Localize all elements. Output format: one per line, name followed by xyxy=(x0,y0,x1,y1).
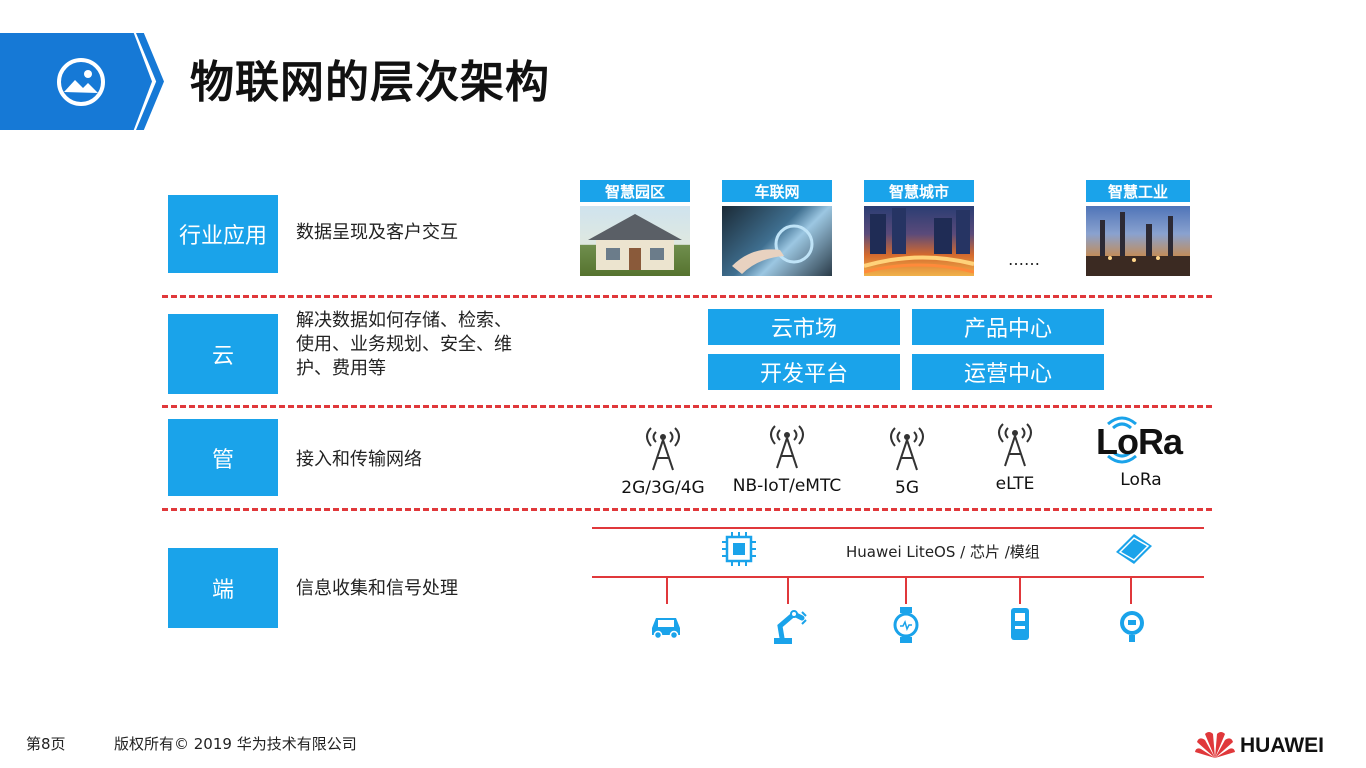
bus-drop xyxy=(1019,576,1021,604)
watch-icon xyxy=(893,607,919,643)
app-iov: 车联网 xyxy=(722,180,832,276)
layer-terminal-desc: 信息收集和信号处理 xyxy=(296,578,458,599)
house-image xyxy=(580,206,690,276)
network-label: 5G xyxy=(895,478,919,498)
layer-pipe-desc: 接入和传输网络 xyxy=(296,449,422,470)
app-smart-city: 智慧城市 xyxy=(864,180,974,276)
network-lora: LoRa LoRa xyxy=(1076,412,1206,490)
desc-line: 使用、业务规划、安全、维 xyxy=(296,334,512,355)
factory-image xyxy=(1086,206,1190,276)
desc-line: 护、费用等 xyxy=(296,358,386,379)
network-label: eLTE xyxy=(995,474,1035,494)
ops-center-block: 运营中心 xyxy=(912,354,1104,390)
layer-cloud: 云 xyxy=(168,314,278,394)
city-image xyxy=(864,206,974,276)
layer-divider xyxy=(162,508,1212,511)
robot-arm-icon xyxy=(774,610,807,644)
lora-wave-icon xyxy=(1107,416,1137,464)
car-dashboard-image xyxy=(722,206,832,276)
page-number: 第8页 xyxy=(26,735,66,753)
layer-terminal: 端 xyxy=(168,548,278,628)
layer-industry-desc: 数据呈现及客户交互 xyxy=(296,222,458,243)
bus-drop xyxy=(666,576,668,604)
network-2g3g4g: 2G/3G/4G xyxy=(598,420,728,498)
layer-cloud-desc: 解决数据如何存储、检索、 使用、业务规划、安全、维 护、费用等 xyxy=(296,309,512,381)
network-elte: eLTE xyxy=(950,416,1080,494)
brand-name: HUAWEI xyxy=(1240,734,1324,757)
layer-pipe: 管 xyxy=(168,419,278,496)
network-5g: 5G xyxy=(842,420,972,498)
app-label: 智慧工业 xyxy=(1086,180,1190,202)
network-nbiot: NB-IoT/eMTC xyxy=(722,418,852,496)
bus-drop xyxy=(905,576,907,604)
app-label: 智慧城市 xyxy=(864,180,974,202)
product-center-block: 产品中心 xyxy=(912,309,1104,345)
antenna-icon xyxy=(646,427,680,471)
copyright: 版权所有© 2019 华为技术有限公司 xyxy=(114,735,357,753)
image-icon xyxy=(57,58,105,106)
layer-divider xyxy=(162,405,1212,408)
cloud-market-block: 云市场 xyxy=(708,309,900,345)
app-smart-park: 智慧园区 xyxy=(580,180,690,276)
desc-line: 解决数据如何存储、检索、 xyxy=(296,310,512,331)
gauge-icon xyxy=(1120,611,1144,642)
app-label: 智慧园区 xyxy=(580,180,690,202)
network-label: 2G/3G/4G xyxy=(621,478,705,498)
network-label: LoRa xyxy=(1120,470,1162,490)
bus-line-bottom xyxy=(592,576,1204,578)
lora-logo: LoRa xyxy=(1096,421,1183,462)
chip-icon xyxy=(722,532,756,566)
huawei-logo-icon xyxy=(1195,732,1235,758)
liteos-label: Huawei LiteOS / 芯片 /模组 xyxy=(846,543,1040,561)
antenna-icon xyxy=(998,423,1032,467)
network-label: NB-IoT/eMTC xyxy=(732,476,842,496)
app-smart-industry: 智慧工业 xyxy=(1086,180,1190,276)
meter-icon xyxy=(1011,608,1029,640)
bus-line-top xyxy=(592,527,1204,529)
antenna-icon xyxy=(770,425,804,469)
module-icon xyxy=(1116,534,1152,564)
dev-platform-block: 开发平台 xyxy=(708,354,900,390)
layer-industry-app: 行业应用 xyxy=(168,195,278,273)
car-icon xyxy=(652,618,680,640)
layer-divider xyxy=(162,295,1212,298)
bus-drop xyxy=(1130,576,1132,604)
antenna-icon xyxy=(890,427,924,471)
app-label: 车联网 xyxy=(722,180,832,202)
apps-ellipsis: …… xyxy=(1008,250,1040,269)
bus-drop xyxy=(787,576,789,604)
page-title: 物联网的层次架构 xyxy=(190,57,550,108)
